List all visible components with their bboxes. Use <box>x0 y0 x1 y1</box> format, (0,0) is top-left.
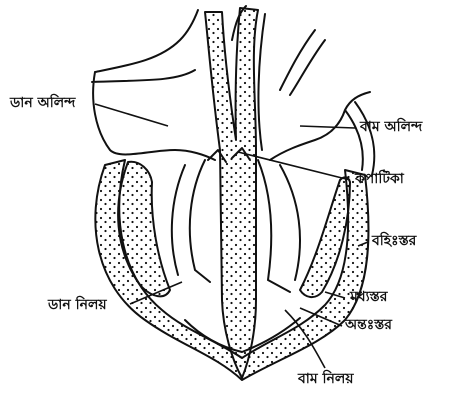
label-valve: কপাটিকা <box>355 172 404 186</box>
label-endocardium: অন্তঃস্তর <box>345 318 392 332</box>
septum-aorta <box>205 8 258 378</box>
right-valve-flap <box>172 160 210 282</box>
label-left-atrium: বাম অলিন্দ <box>360 120 422 134</box>
left-valve-flap <box>258 160 300 292</box>
label-left-ventricle: বাম নিলয় <box>298 372 354 386</box>
label-right-ventricle: ডান নিলয় <box>48 298 107 312</box>
left-atrium-outline <box>270 30 374 175</box>
label-epicardium: বহিঃস্তর <box>372 234 416 248</box>
right-atrium-outline <box>92 10 215 160</box>
label-myocardium: মধ্যস্তর <box>350 290 387 304</box>
leader-left-atrium <box>300 126 355 128</box>
label-right-atrium: ডান অলিন্দ <box>10 96 75 110</box>
leader-right-atrium <box>95 104 168 126</box>
